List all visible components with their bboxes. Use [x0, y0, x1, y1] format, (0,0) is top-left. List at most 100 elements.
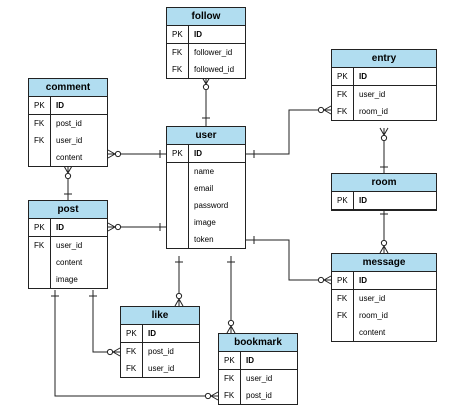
crow-foot [107, 149, 116, 155]
crow-foot [323, 105, 332, 111]
row-key: PK [332, 192, 354, 209]
crow-foot [323, 275, 332, 281]
row-field: follower_id [194, 48, 233, 57]
crow-foot [379, 127, 385, 136]
optional-circle [317, 276, 325, 284]
row-key: FK [29, 237, 51, 254]
row-key: PK [121, 325, 143, 342]
crow-foot [67, 165, 73, 174]
entity-row: content [29, 149, 107, 166]
row-key: FK [121, 343, 143, 360]
row-key: FK [219, 370, 241, 387]
entity-row: image [29, 271, 107, 288]
entity-row: FK user_id [121, 360, 199, 377]
row-key: FK [332, 307, 354, 324]
row-field: room_id [359, 311, 388, 320]
crow-foot [323, 279, 332, 285]
row-field: content [56, 258, 83, 267]
entity-row: PK ID [29, 219, 107, 237]
row-key: FK [29, 132, 51, 149]
crow-foot [112, 347, 121, 353]
crow-foot [226, 325, 232, 334]
row-key: FK [121, 360, 143, 377]
row-key [29, 271, 51, 288]
entity-post[interactable]: post PK ID FK user_id content image [28, 200, 108, 289]
entity-row: FK room_id [332, 307, 436, 324]
entity-title: message [332, 254, 436, 272]
row-field: ID [56, 223, 64, 232]
crow-foot [230, 325, 236, 334]
row-key [29, 149, 51, 166]
entity-title: like [121, 307, 199, 325]
row-field: room_id [359, 107, 388, 116]
row-field: ID [359, 276, 367, 285]
row-key: PK [332, 272, 354, 289]
crow-foot [63, 165, 69, 174]
relationship-path [246, 239, 331, 281]
optional-circle [202, 83, 210, 91]
row-key [167, 214, 189, 231]
row-field: post_id [148, 347, 174, 356]
entity-row: token [167, 231, 245, 248]
relationship-path [92, 290, 120, 353]
row-field: user_id [359, 294, 386, 303]
entity-title: room [332, 174, 436, 192]
crow-foot [107, 153, 116, 159]
row-key: PK [167, 26, 189, 43]
entity-row: FK post_id [121, 343, 199, 360]
row-field: content [56, 153, 83, 162]
row-field: user_id [359, 90, 386, 99]
row-key [332, 324, 354, 341]
crow-foot [107, 222, 116, 228]
optional-circle [380, 239, 388, 247]
row-key: PK [29, 219, 51, 236]
entity-title: comment [29, 79, 107, 97]
row-field: user_id [56, 136, 83, 145]
entity-like[interactable]: like PK ID FK post_id FK user_id [120, 306, 200, 378]
entity-title: post [29, 201, 107, 219]
row-field: image [56, 275, 78, 284]
optional-circle [227, 319, 235, 327]
entity-message[interactable]: message PK ID FK user_id FK room_id content [331, 253, 437, 342]
row-field: ID [148, 329, 156, 338]
row-field: user_id [56, 241, 83, 250]
relationship-path [246, 109, 331, 155]
crow-foot [174, 298, 180, 307]
row-field: image [194, 218, 216, 227]
optional-circle [380, 134, 388, 142]
row-field: ID [359, 72, 367, 81]
optional-circle [106, 348, 114, 356]
crow-foot [383, 127, 389, 136]
crow-foot [107, 226, 116, 232]
row-field: user_id [148, 364, 175, 373]
row-key [29, 254, 51, 271]
row-key: FK [167, 61, 189, 78]
row-key: FK [29, 115, 51, 132]
row-key [167, 197, 189, 214]
row-key: FK [332, 86, 354, 103]
row-field: name [194, 167, 215, 176]
entity-row: FK user_id [29, 132, 107, 149]
optional-circle [175, 292, 183, 300]
row-key: FK [219, 387, 241, 404]
crow-foot [210, 391, 219, 397]
entity-row: content [332, 324, 436, 341]
row-key: FK [332, 290, 354, 307]
row-key: PK [29, 97, 51, 114]
entity-title: entry [332, 50, 436, 68]
crow-foot [210, 395, 219, 401]
row-key: PK [167, 145, 189, 162]
crow-foot [178, 298, 184, 307]
crow-foot [323, 109, 332, 115]
